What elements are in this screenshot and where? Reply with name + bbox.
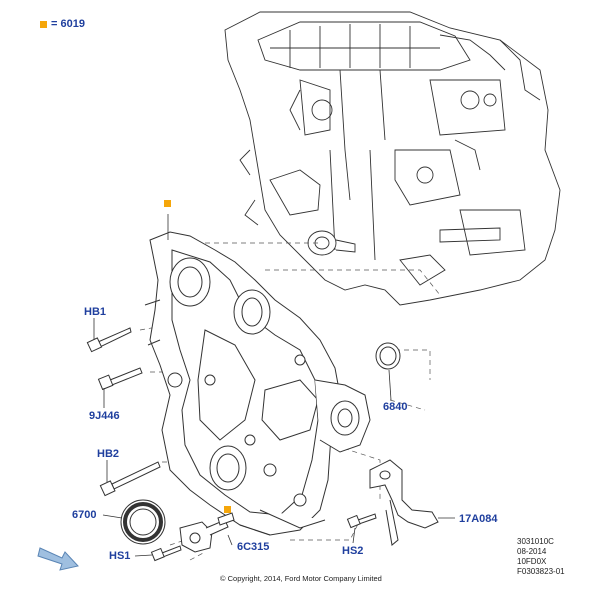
callout-6c315[interactable]: 6C315 bbox=[237, 541, 270, 553]
part-marker-cover bbox=[164, 200, 171, 207]
callout-17a084[interactable]: 17A084 bbox=[459, 513, 498, 525]
legend-marker bbox=[40, 21, 47, 28]
callout-hs2[interactable]: HS2 bbox=[342, 545, 364, 557]
engine-block bbox=[224, 11, 561, 306]
copyright-text: © Copyright, 2014, Ford Motor Company Li… bbox=[220, 574, 382, 583]
callout-6840[interactable]: 6840 bbox=[383, 401, 408, 413]
timing-cover bbox=[144, 231, 371, 536]
info-line-3: 10FD0X bbox=[517, 557, 547, 566]
legend-text: = 6019 bbox=[51, 18, 85, 30]
callout-hb2[interactable]: HB2 bbox=[97, 448, 120, 460]
bolt-hs2 bbox=[346, 513, 377, 529]
info-line-1: 3031010C bbox=[517, 537, 554, 546]
callout-hs1[interactable]: HS1 bbox=[109, 550, 131, 562]
callout-hb1[interactable]: HB1 bbox=[84, 306, 107, 318]
direction-arrow-icon bbox=[37, 547, 79, 571]
callout-6700[interactable]: 6700 bbox=[72, 509, 97, 521]
leader-lines bbox=[93, 214, 455, 557]
bolt-9j446 bbox=[97, 367, 143, 391]
sensor-6c315 bbox=[179, 512, 235, 553]
info-line-4: F0303823-01 bbox=[517, 567, 565, 576]
bolt-hb2 bbox=[99, 461, 161, 497]
bracket-17a084 bbox=[369, 459, 439, 546]
info-line-2: 08-2014 bbox=[517, 547, 547, 556]
part-marker-sensor bbox=[224, 506, 231, 513]
bolt-hb1 bbox=[86, 327, 132, 353]
diagram-info: 3031010C 08-2014 10FD0X F0303823-01 bbox=[517, 537, 565, 577]
seal-6840 bbox=[375, 342, 401, 370]
callout-9j446[interactable]: 9J446 bbox=[89, 410, 120, 422]
seal-6700 bbox=[120, 499, 166, 545]
bolt-hs1 bbox=[150, 545, 182, 562]
